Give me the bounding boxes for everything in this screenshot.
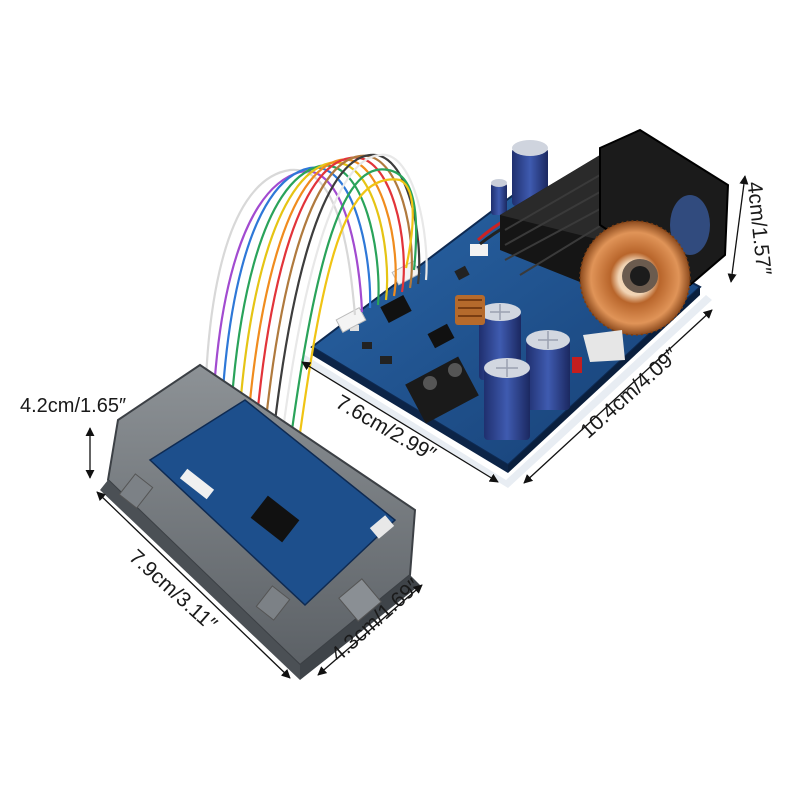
capacitor-middle bbox=[526, 330, 570, 410]
capacitor-front bbox=[484, 358, 530, 440]
dimension-arrows bbox=[85, 175, 749, 679]
small-inductor bbox=[455, 295, 485, 325]
label-display-height: 4.2cm/1.65″ bbox=[20, 395, 127, 417]
arrow-board-width bbox=[301, 361, 499, 483]
arrow-board-length bbox=[523, 309, 713, 484]
toroidal-inductor bbox=[579, 220, 691, 336]
arrow-display-depth bbox=[317, 584, 423, 676]
arrow-board-height bbox=[727, 175, 749, 283]
arrow-display-width bbox=[96, 491, 291, 679]
wire-bundle bbox=[203, 153, 428, 493]
small-capacitor bbox=[491, 179, 507, 215]
tall-capacitor bbox=[512, 140, 548, 206]
